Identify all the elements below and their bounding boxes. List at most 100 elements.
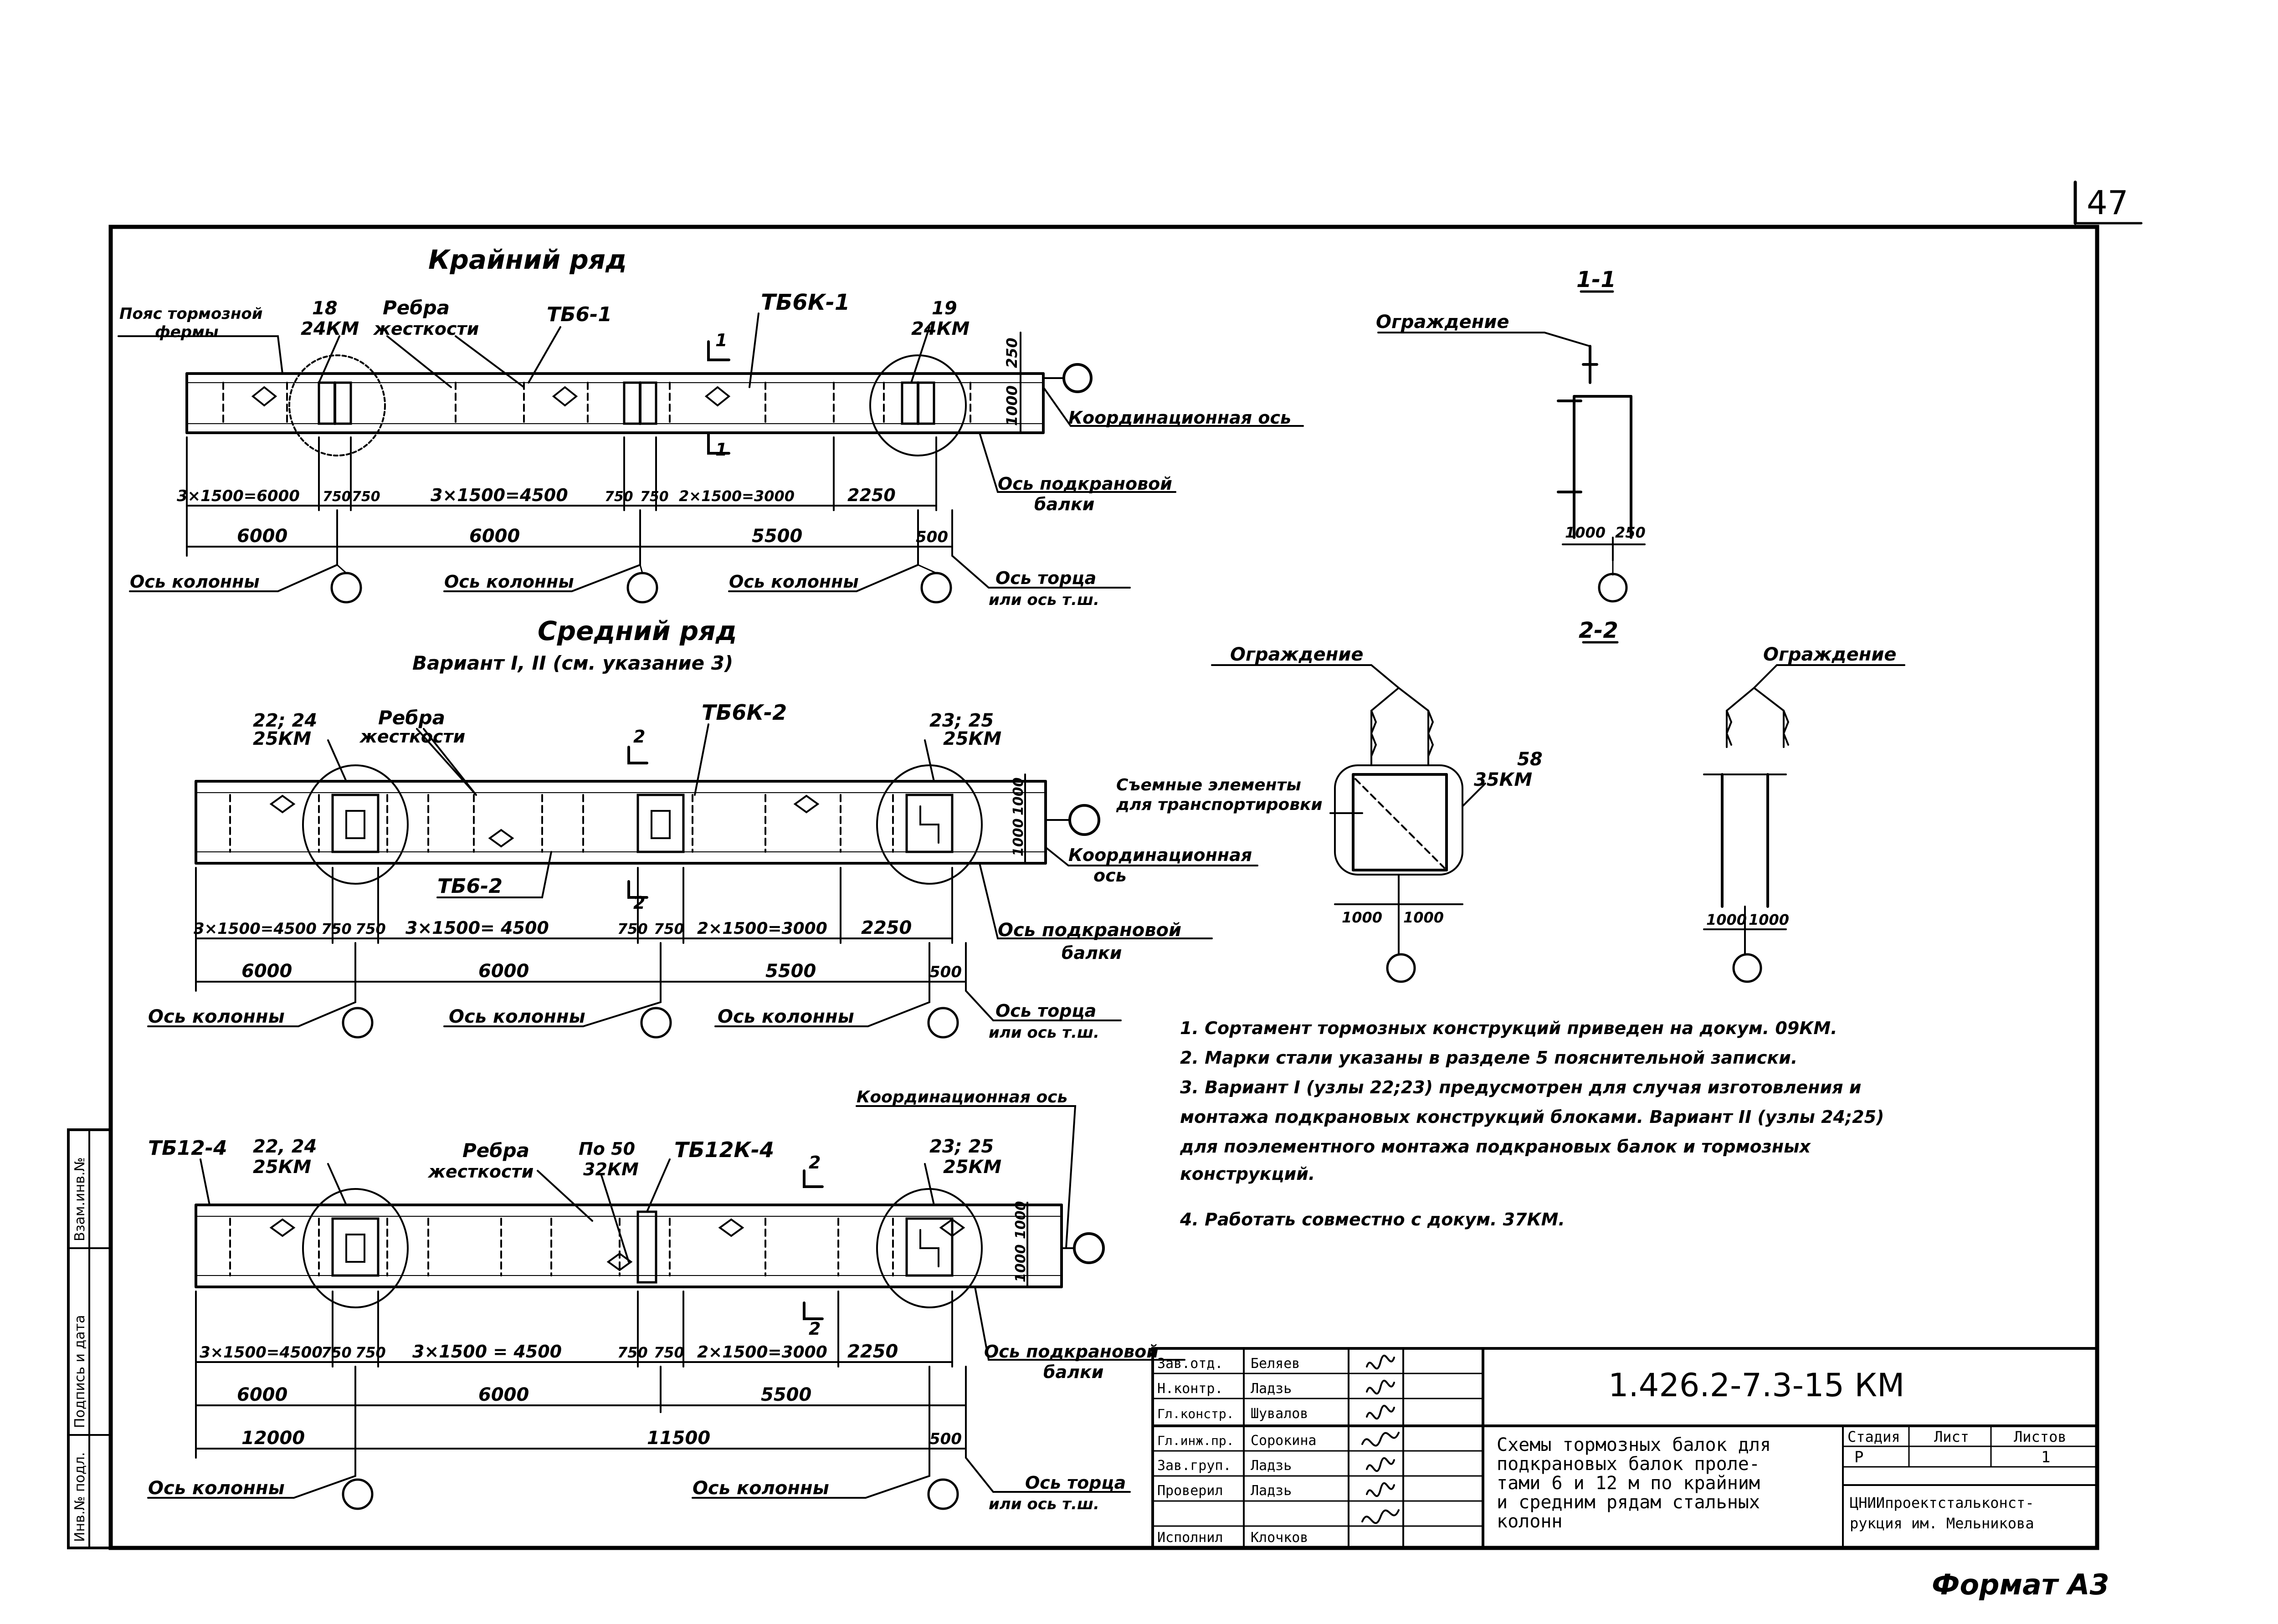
- sig-name-3: Сорокина: [1251, 1433, 1317, 1449]
- crane-axis2-2: балки: [1062, 943, 1122, 963]
- tb12-4-label: ТБ12-4: [148, 1137, 227, 1160]
- section-2-2-fence-right: Ограждение: [1763, 644, 1897, 665]
- side-stamp-signature: Подпись и дата: [72, 1315, 88, 1429]
- dim-1000: 1000: [1003, 385, 1021, 426]
- dim-r3-6: 2×1500=3000: [697, 1343, 827, 1362]
- label-belt-1: Пояс тормозной: [119, 305, 263, 323]
- node-58-doc: 35КМ: [1474, 769, 1532, 790]
- edge-row-column-axes: [129, 555, 1131, 604]
- dim-r3-2: 750: [355, 1344, 386, 1361]
- sig-role-1: Н.контр.: [1157, 1381, 1223, 1397]
- dim-r1-4: 750: [605, 489, 633, 505]
- description-line-4: и средним рядам стальных: [1497, 1492, 1760, 1513]
- dim3-1000b: 1000: [1013, 1245, 1029, 1283]
- sig-role-0: Зав.отд.: [1157, 1356, 1223, 1372]
- edge-row-leaders: [118, 313, 1304, 493]
- tb6-2-label: ТБ6-2: [437, 875, 503, 898]
- dim-r1-2: 750: [352, 489, 380, 505]
- span-r2-1: 6000: [478, 961, 529, 982]
- section-mark-2-bottom: 2: [633, 893, 645, 913]
- dim-r2-4: 750: [617, 920, 648, 938]
- middle-row-dimensions: [195, 867, 967, 1003]
- sig-role-5: Проверил: [1157, 1483, 1223, 1499]
- edge-row-title: Крайний ряд: [428, 244, 627, 275]
- col-axis-r2-b: Ось колонны: [449, 1006, 585, 1027]
- section-1-1-title: 1-1: [1576, 267, 1616, 292]
- dim-r3-7: 2250: [847, 1341, 898, 1362]
- edge-row-dimensions: [186, 436, 953, 566]
- tb6k-2-label: ТБ6К-2: [702, 700, 787, 725]
- node-22-24-doc: 25КМ: [253, 728, 311, 749]
- middle-row-beam: [195, 764, 1047, 885]
- edge-row-beam: [185, 354, 1045, 456]
- tb6-1-label: ТБ6-1: [547, 303, 612, 326]
- node-18-doc: 24КМ: [301, 318, 359, 339]
- node3-left-doc: 25КМ: [253, 1157, 311, 1178]
- section-mark-1: [707, 340, 730, 455]
- tb12k-4-label: ТБ12К-4: [674, 1137, 774, 1162]
- section-mark-1-top: 1: [715, 330, 727, 350]
- col-axis-r1-c: Ось колонны: [729, 572, 859, 592]
- description-line-2: подкрановых балок проле-: [1497, 1454, 1760, 1475]
- node-23-25-doc: 25КМ: [943, 728, 1001, 749]
- note-line-7: 4. Работать совместно с докум. 37КМ.: [1180, 1209, 1565, 1230]
- notes: 1. Сортамент тормозных конструкций приве…: [1180, 1018, 1884, 1230]
- dim-r1-5: 750: [640, 489, 669, 505]
- section-1-1-dim-a: 1000: [1565, 524, 1606, 541]
- col-axis-r1-a: Ось колонны: [130, 572, 260, 592]
- sheets-value: 1: [2041, 1448, 2050, 1466]
- dim-r1-3: 3×1500=4500: [431, 485, 568, 505]
- dim-r2-6: 2×1500=3000: [697, 919, 827, 938]
- dim-r2-1: 750: [321, 920, 352, 938]
- dim-250: 250: [1003, 338, 1021, 368]
- middle-row-variant: Вариант I, II (см. указание 3): [412, 652, 733, 674]
- sig-role-4: Зав.груп.: [1157, 1458, 1231, 1474]
- crane-axis2-1: Ось подкрановой: [998, 920, 1181, 941]
- note-line-2: 2. Марки стали указаны в разделе 5 поясн…: [1180, 1048, 1797, 1068]
- span-r1-1: 6000: [469, 526, 520, 547]
- dim-r3-5: 750: [654, 1344, 684, 1361]
- section-2-2-title: 2-2: [1579, 618, 1618, 643]
- dim-r1-6: 2×1500=3000: [679, 487, 795, 505]
- removable-1: Съемные элементы: [1116, 776, 1301, 794]
- format-label: Формат А3: [1932, 1568, 2109, 1601]
- section-1-1: [1377, 290, 1646, 644]
- org-line-1: ЦНИИпроектстальконст-: [1850, 1494, 2034, 1511]
- coord-axis-marker: [1062, 363, 1093, 393]
- span-r3-2: 5500: [761, 1384, 811, 1405]
- node-18: 18: [312, 298, 338, 319]
- section-mark-3-bottom: 2: [809, 1319, 821, 1339]
- stage-label: Стадия: [1847, 1428, 1900, 1445]
- node3-left: 22, 24: [253, 1136, 317, 1157]
- crane-axis-2: балки: [1034, 494, 1094, 514]
- dim-r1-7: 2250: [847, 485, 896, 505]
- section-mark-3-top: 2: [809, 1153, 821, 1173]
- ribs2-1: Ребра: [378, 707, 445, 729]
- side-stamp-replace: Взам.инв.№: [72, 1157, 88, 1241]
- span-big-0: 12000: [241, 1428, 305, 1449]
- col-axis-r2-c: Ось колонны: [718, 1006, 854, 1027]
- sig-name-6: Клочков: [1251, 1530, 1308, 1546]
- span-r2-0: 6000: [241, 961, 292, 982]
- sheets-label: Листов: [2014, 1428, 2067, 1445]
- end-axis-r3-2: или ось т.ш.: [989, 1495, 1099, 1513]
- section-mark-1-bottom: 1: [715, 440, 727, 460]
- side-stamp-inv: Инв.№ подл.: [72, 1452, 88, 1542]
- col-axis-r1-b: Ось колонны: [444, 572, 574, 592]
- end-axis-r2-1: Ось торца: [995, 1001, 1096, 1021]
- node-50-doc: 32КМ: [583, 1159, 639, 1179]
- note-line-6: конструкций.: [1180, 1164, 1315, 1184]
- sig-role-6: Исполнил: [1157, 1530, 1223, 1546]
- span-r1-0: 6000: [237, 526, 287, 547]
- col-axis-r3-b: Ось колонны: [693, 1478, 829, 1499]
- section-2-2-dim-l2: 1000: [1403, 909, 1444, 926]
- middle-row-column-axes: [147, 990, 1122, 1039]
- section-2-2-dim-r1: 1000: [1706, 911, 1747, 928]
- span-r2-2: 5500: [765, 961, 816, 982]
- sig-role-2: Гл.констр.: [1157, 1406, 1234, 1421]
- span-big-2: 500: [929, 1430, 962, 1448]
- dim-r1-0: 3×1500=6000: [177, 487, 300, 505]
- dim-r2-3: 3×1500= 4500: [405, 918, 549, 938]
- sig-name-4: Ладзь: [1251, 1458, 1292, 1474]
- ribs-label-1: Ребра: [383, 297, 450, 319]
